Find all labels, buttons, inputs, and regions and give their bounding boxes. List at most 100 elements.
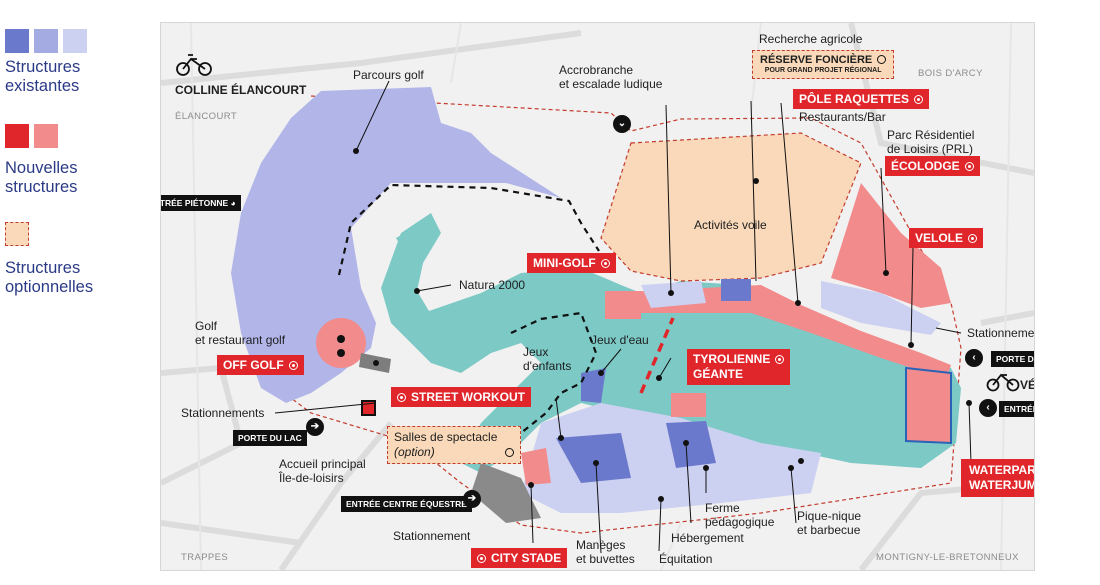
tag-tyrolienne: TYROLIENNE GÉANTE xyxy=(687,349,791,385)
north-shore-strip xyxy=(606,285,951,379)
label-pique-line2: et barbecue xyxy=(797,523,861,537)
area-label-montigny: MONTIGNY-LE-BRETONNEUX xyxy=(876,552,1019,563)
tag-entree-pietonne-left: ENTRÉE PIÉTONNE ◕ xyxy=(160,195,241,211)
tag-porte-du-lac-text: PORTE DU LAC xyxy=(238,433,302,443)
point-marker-icon xyxy=(600,259,610,268)
tag-porte-de-la-digue: PORTE DE LA DIGUE xyxy=(991,351,1034,367)
tag-entree-pietonne-right: ENTRÉE PIÉTONNE xyxy=(999,401,1034,417)
tag-porte-digue-text: PORTE DE LA DIGUE xyxy=(996,354,1034,364)
label-prl-line1: Parc Résidentiel xyxy=(887,128,975,142)
label-stationnement-bottom: Stationnement xyxy=(393,529,471,543)
point-marker-icon xyxy=(877,55,887,64)
label-parcours-golf: Parcours golf xyxy=(353,68,424,82)
label-maneges-line1: Manèges xyxy=(576,538,626,552)
point-marker-icon xyxy=(968,234,978,243)
point-marker-icon xyxy=(775,355,785,364)
south-leisure-area xyxy=(521,403,821,513)
label-golf-restaurant: Golf et restaurant golf xyxy=(195,319,285,347)
label-pique-line1: Pique-nique xyxy=(797,509,862,523)
tag-city-stade: CITY STADE xyxy=(471,548,568,568)
map-legend: Structures existantes Nouvelles structur… xyxy=(0,0,150,585)
label-accueil-line2: Île-de-loisirs xyxy=(279,471,344,485)
entrance-icon: ◕ xyxy=(230,198,236,208)
label-ferme-line1: Ferme xyxy=(705,501,740,515)
waterpark-area xyxy=(905,366,952,445)
map-shapes xyxy=(161,23,1034,570)
tag-salles-line1: Salles de spectacle xyxy=(394,430,498,444)
point-marker-icon xyxy=(397,393,406,402)
point-marker-icon xyxy=(914,95,924,104)
label-velodrome: VÉLODROME xyxy=(1020,378,1035,392)
label-stationnements: Stationnements xyxy=(181,406,265,420)
label-maneges: Manèges et buvettes xyxy=(576,538,635,566)
tag-ecolodge: ÉCOLODGE xyxy=(885,156,980,176)
point-marker-icon xyxy=(504,448,514,457)
tag-entree-equestre-text: ENTRÉE CENTRE ÉQUESTRE xyxy=(346,499,467,509)
label-pique-nique: Pique-nique et barbecue xyxy=(797,509,861,537)
tag-pole-raquettes: PÔLE RAQUETTES xyxy=(793,89,930,109)
point-marker-icon xyxy=(288,361,298,370)
area-label-trappes: TRAPPES xyxy=(181,552,229,563)
tag-city-stade-text: CITY STADE xyxy=(491,551,562,565)
porte-digue-icon: ‹ xyxy=(965,349,983,367)
legend-label-existing: Structures existantes xyxy=(5,58,81,95)
label-accrobranche-line1: Accrobranche xyxy=(559,63,634,77)
play-zone-boundary xyxy=(510,311,598,434)
tag-velole: VELOLE xyxy=(909,228,984,248)
legend-swatch-new-light xyxy=(34,124,58,148)
label-golf-line2: et restaurant golf xyxy=(195,333,286,347)
tag-ecolodge-text: ÉCOLODGE xyxy=(891,159,960,173)
label-hebergement: Hébergement xyxy=(671,531,744,545)
tag-off-golf-text: OFF GOLF xyxy=(223,358,284,372)
label-activites-voile: Activités voile xyxy=(694,218,767,232)
tag-waterpark-line2: WATERJUMP xyxy=(969,478,1034,492)
entree-pietonne-right-icon: ‹ xyxy=(979,399,997,417)
tag-street-workout: STREET WORKOUT xyxy=(391,387,531,407)
prl-velole-zone xyxy=(831,183,951,308)
label-accrobranche-line2: et escalade ludique xyxy=(559,77,663,91)
optional-activities-voile-zone xyxy=(600,132,862,282)
label-stationnement-right: Stationnement xyxy=(967,326,1035,340)
tag-porte-du-lac: PORTE DU LAC xyxy=(233,430,307,446)
tag-tyrolienne-line2: GÉANTE xyxy=(693,367,744,381)
mini-golf-area xyxy=(605,291,641,319)
legend-swatch-existing-mid xyxy=(34,29,58,53)
golf-course-area xyxy=(231,87,561,403)
legend-label-new: Nouvelles structures xyxy=(5,159,78,196)
entree-equestre-icon: ➔ xyxy=(463,490,481,508)
tag-entree-centre-equestre: ENTRÉE CENTRE ÉQUESTRE xyxy=(341,496,472,512)
label-equitation: Équitation xyxy=(659,552,713,566)
label-natura-2000: Natura 2000 xyxy=(459,278,526,292)
tag-mini-golf-text: MINI-GOLF xyxy=(533,256,596,270)
tag-reserve-fonciere: RÉSERVE FONCIÈRE POUR GRAND PROJET RÉGIO… xyxy=(752,50,895,79)
tag-mini-golf: MINI-GOLF xyxy=(527,253,616,273)
porte-du-lac-icon: ➔ xyxy=(306,418,324,436)
callout-dots xyxy=(353,148,972,502)
label-accrobranche: Accrobranche et escalade ludique xyxy=(559,63,662,91)
existing-structure-north xyxy=(721,279,751,301)
tyrolienne-line xyxy=(639,317,675,394)
label-recherche-agricole: Recherche agricole xyxy=(759,32,863,46)
park-map: ÉLANCOURT BOIS D'ARCY TRAPPES MONTIGNY-L… xyxy=(160,22,1035,571)
point-marker-icon xyxy=(964,162,974,171)
tag-off-golf: OFF GOLF xyxy=(217,355,304,375)
tag-entree-pietonne-left-text: ENTRÉE PIÉTONNE xyxy=(160,198,229,208)
label-maneges-line2: et buvettes xyxy=(576,552,635,566)
maneges-structure xyxy=(556,433,631,483)
label-golf-line1: Golf xyxy=(195,319,218,333)
label-restaurants-bar: Restaurants/Bar xyxy=(799,110,886,124)
label-ferme-pedagogique: Ferme pédagogique xyxy=(705,501,774,529)
point-marker-icon xyxy=(477,554,486,563)
callout-lines xyxy=(274,80,972,554)
legend-label-optional: Structures optionnelles xyxy=(5,259,94,296)
legend-swatch-existing-dark xyxy=(5,29,29,53)
equestrian-parking xyxy=(471,463,541,523)
tag-reserve-line1: RÉSERVE FONCIÈRE xyxy=(760,54,873,66)
hebergement-structure xyxy=(666,421,716,468)
tag-pole-raquettes-text: PÔLE RAQUETTES xyxy=(799,92,910,106)
accrobranche-entry-icon: ⌄ xyxy=(613,115,631,133)
legend-swatch-existing-light xyxy=(63,29,87,53)
area-label-bois-darcy: BOIS D'ARCY xyxy=(918,68,983,79)
label-colline-elancourt: COLLINE ÉLANCOURT xyxy=(175,83,307,97)
tag-reserve-line2: POUR GRAND PROJET RÉGIONAL xyxy=(764,67,882,74)
